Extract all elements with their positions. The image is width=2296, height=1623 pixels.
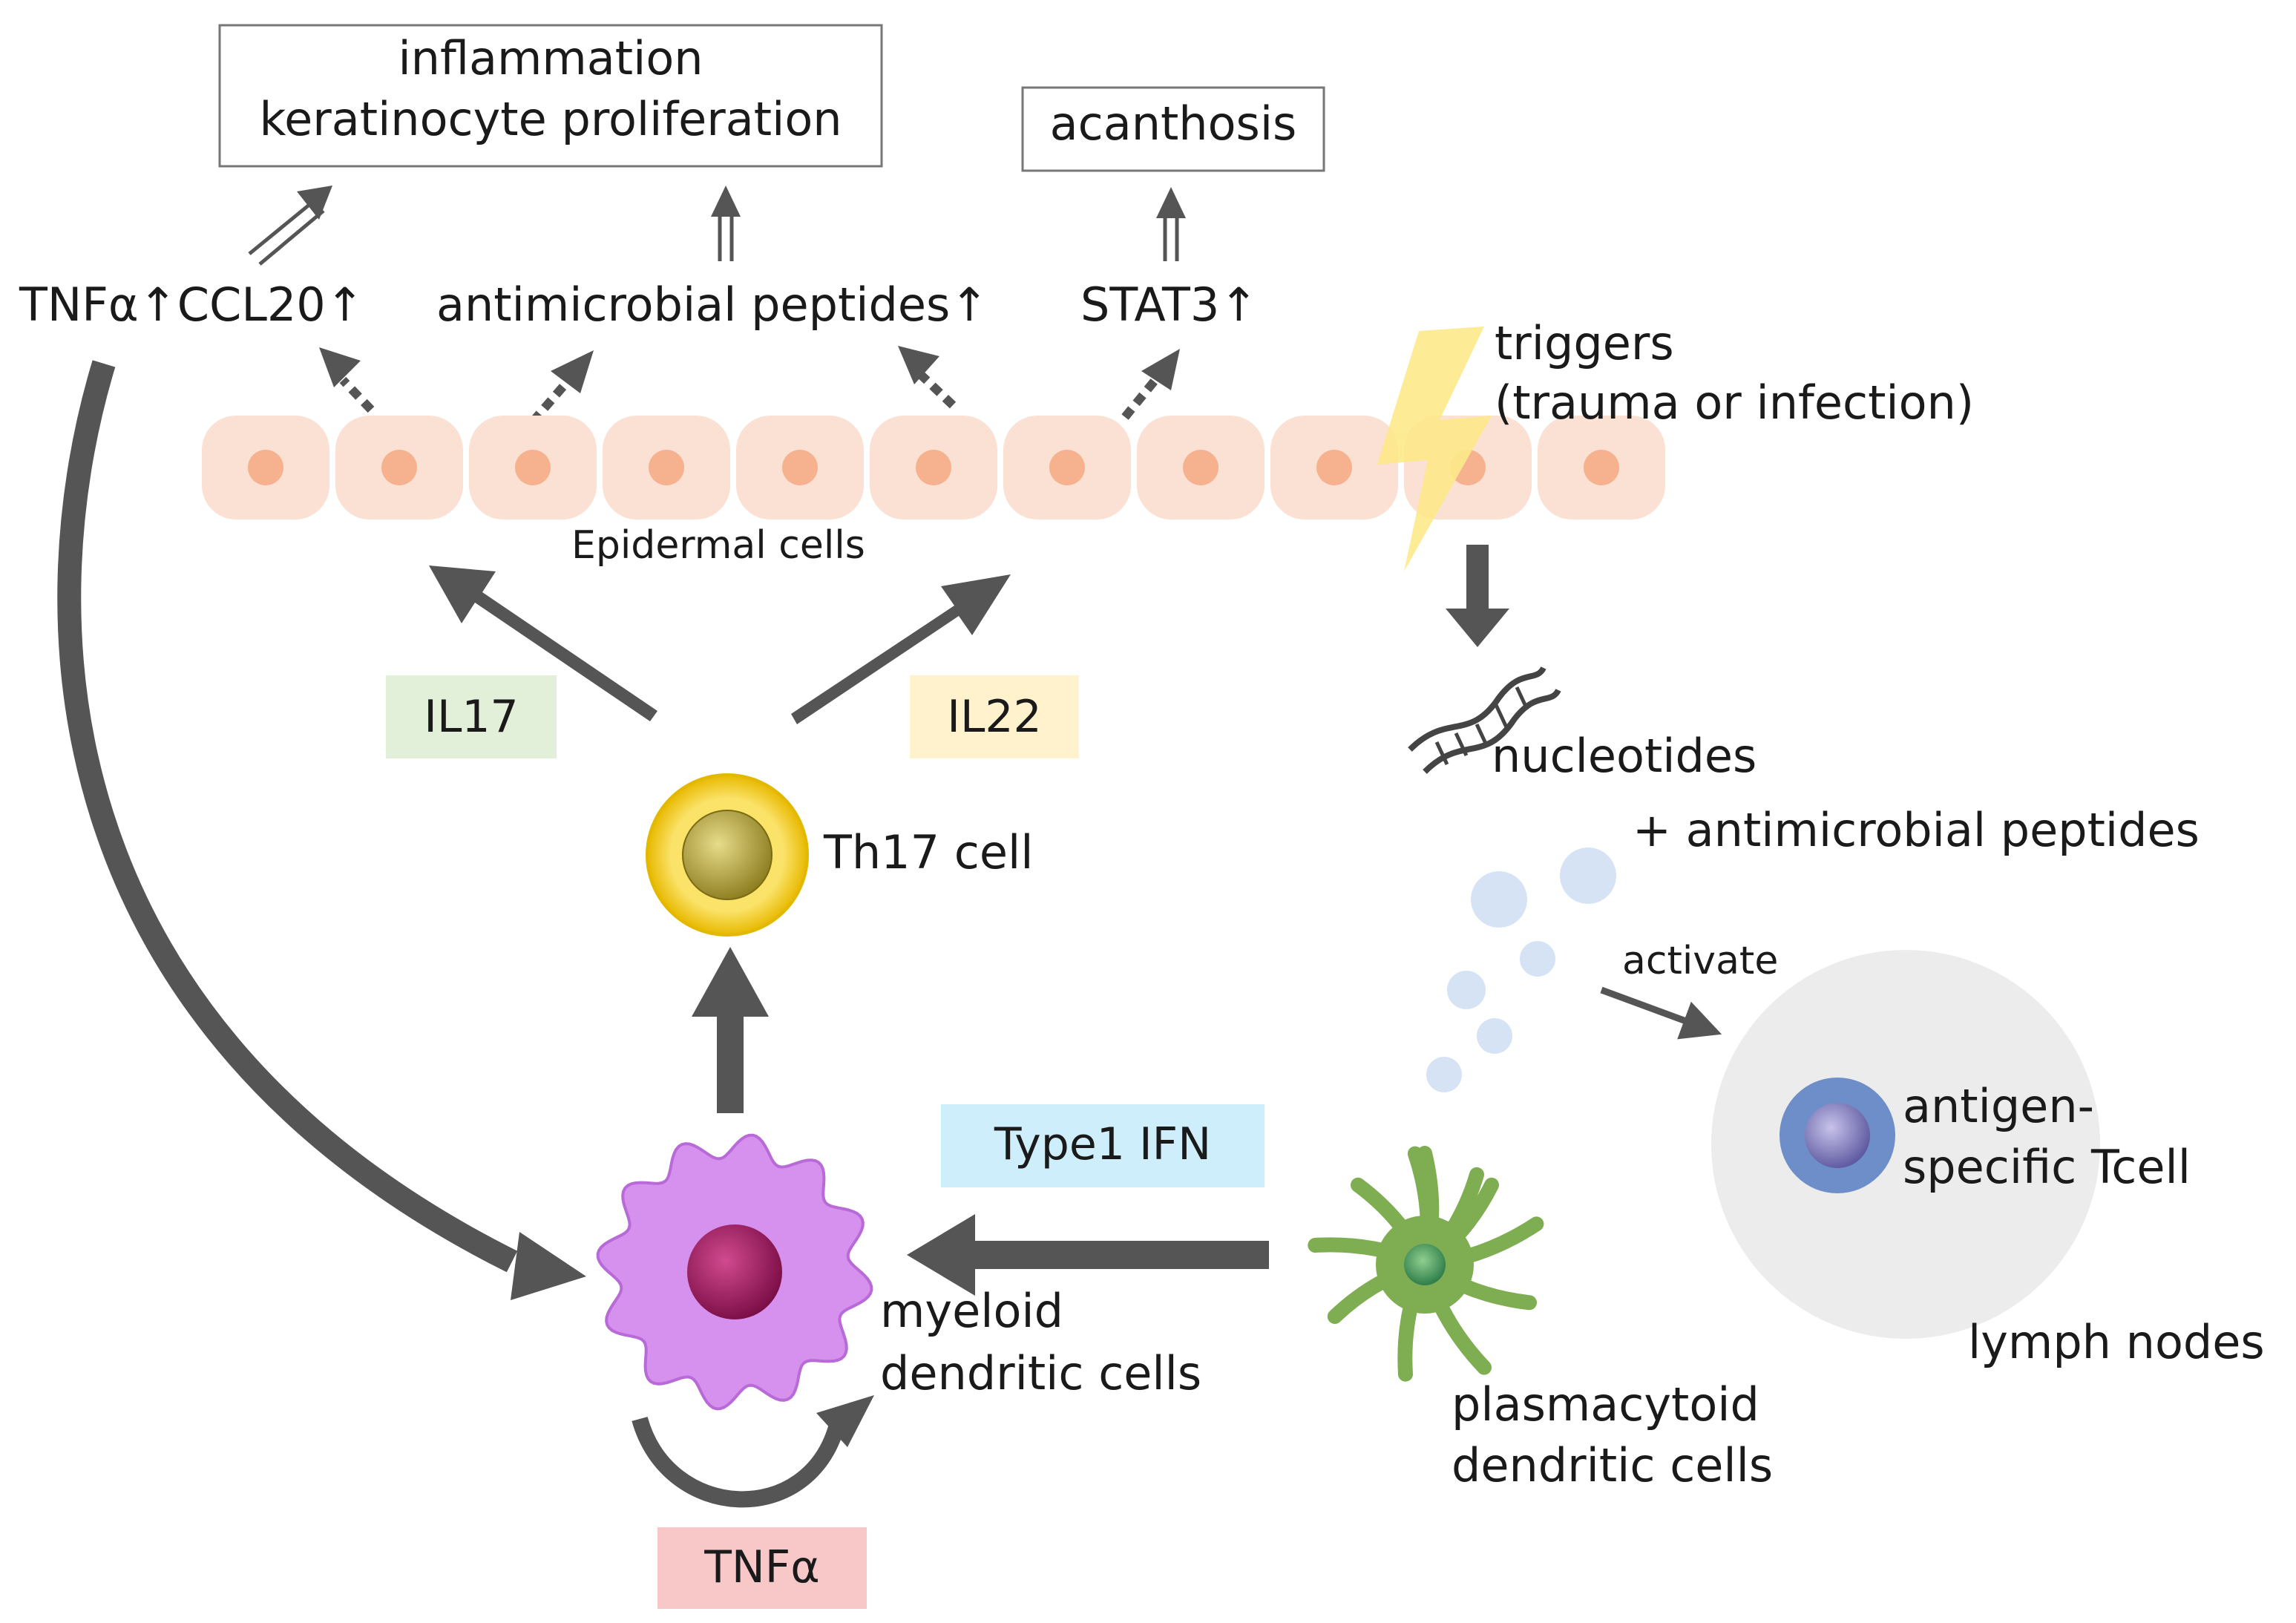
dotted-arrow-2 [529,374,575,424]
arrow-il17-to-epidermis [429,565,657,721]
triggers-label: triggers [1495,316,1674,370]
antigen-specific-tcell [1780,1078,1895,1193]
epidermal-cells-label: Epidermal cells [571,523,865,568]
lymph-node [1711,950,2100,1339]
lightning-icon [1377,327,1492,571]
th17-cell [646,773,809,937]
dotted-arrow-1 [339,376,375,413]
arrow-myeloid-to-th17 [692,947,769,1113]
double-arrow-to-proliferation [711,186,741,261]
pdc-nucleus [1404,1244,1446,1285]
il22-badge [910,675,1079,758]
acanthosis-text: acanthosis [1050,96,1297,151]
epidermal-cell-nucleus [649,450,684,485]
keratinocyte-proliferation-text: keratinocyte proliferation [259,92,842,146]
dotted-arrow-heads [319,346,1180,393]
myeloid-label-line2: dendritic cells [880,1346,1201,1400]
arrow-il22-to-epidermis [791,574,1011,724]
plasmacytoid-label-line2: dendritic cells [1452,1438,1773,1492]
double-arrow-to-acanthosis [1156,187,1186,261]
tnf-loop-badge [657,1527,867,1609]
il17-badge [386,675,557,758]
dna-icon [1408,666,1561,774]
tcell-label-line2: specific Tcell [1903,1140,2191,1194]
plasmacytoid-dendritic-cell [1308,1146,1544,1382]
myeloid-dendritic-cell [596,1133,873,1411]
activate-arrow [1600,986,1722,1040]
il17-label: IL17 [424,691,518,743]
th17-label: Th17 cell [823,825,1033,879]
inflammation-box: inflammation keratinocyte proliferation [218,24,883,168]
tnf-loop-label: TNFα [703,1541,820,1593]
dotted-arrow-4 [1121,374,1161,420]
peptide-bubbles [1426,847,1616,1092]
inflammation-text: inflammation [398,31,703,85]
dotted-arrows [339,372,1161,424]
triggers-detail-label: (trauma or infection) [1495,376,1974,430]
epidermal-cell-nucleus [1584,450,1619,485]
epidermal-cell-nucleus [248,450,283,485]
arrow-to-nucleotides [1446,545,1509,647]
epidermal-cell-nucleus [515,450,551,485]
plasmacytoid-label-line1: plasmacytoid [1452,1377,1759,1432]
nucleotides-label: nucleotides [1492,729,1757,783]
tnf-ccl20-label: TNFα↑CCL20↑ [19,278,364,332]
curved-arrow-to-myeloid [57,360,586,1300]
il22-label: IL22 [947,691,1041,743]
tcell-label-line1: antigen- [1903,1079,2094,1133]
dotted-arrow-3 [918,372,957,409]
antimicrobial-peptides-label: antimicrobial peptides↑ [436,278,988,332]
activate-label: activate [1622,939,1778,983]
lymph-nodes-label: lymph nodes [1968,1315,2265,1369]
epidermal-cell-nucleus [1316,450,1352,485]
double-arrow-to-inflammation [248,186,332,266]
epidermal-cell-nucleus [782,450,818,485]
type1-ifn-badge [941,1104,1265,1187]
epidermal-cell-nucleus [1049,450,1085,485]
epidermis-band [202,416,1665,519]
epidermal-cell-nucleus [916,450,951,485]
type1-ifn-label: Type1 IFN [994,1118,1211,1170]
tnf-autocrine-loop [632,1395,874,1508]
stat3-label: STAT3↑ [1080,278,1258,332]
acanthosis-box: acanthosis [1021,86,1325,172]
epidermal-cell-nucleus [381,450,417,485]
plus-antimicrobial-peptides-label: + antimicrobial peptides [1633,803,2200,857]
arrow-pdc-to-myeloid [907,1214,1269,1296]
epidermal-cell-nucleus [1183,450,1218,485]
